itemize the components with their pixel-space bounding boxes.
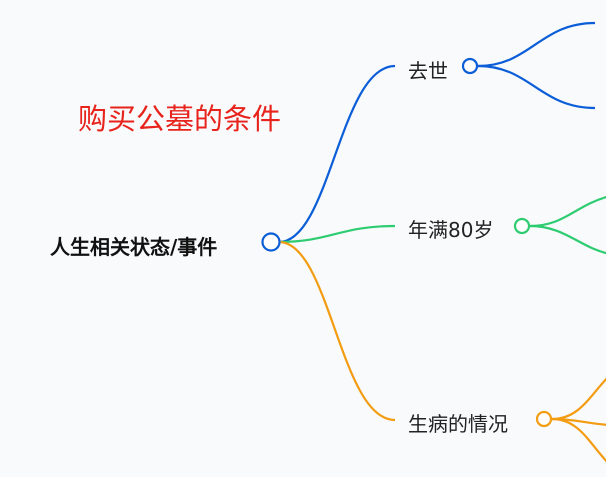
node-nianman[interactable]: 年满80岁 (408, 218, 494, 242)
node-qushi[interactable]: 去世 (408, 59, 448, 83)
edge-root-nianman (278, 224, 396, 244)
qushi-collapse-toggle[interactable] (461, 57, 479, 75)
edge-root-shengbing (278, 240, 396, 422)
node-shengbing[interactable]: 生病的情况 (408, 412, 508, 436)
diagram-title: 购买公墓的条件 (78, 102, 282, 136)
edge-shengbing-child (551, 417, 606, 463)
root-collapse-toggle[interactable] (261, 232, 281, 252)
edge-shengbing-child (551, 377, 606, 421)
edge-root-qushi (278, 64, 396, 244)
edge-qushi-child (477, 21, 596, 68)
nianman-collapse-toggle[interactable] (513, 217, 531, 235)
edge-nianman-child (529, 224, 606, 255)
root-node[interactable]: 人生相关状态/事件 (50, 235, 218, 259)
edge-qushi-child (477, 64, 596, 110)
edge-nianman-child (529, 196, 606, 228)
shengbing-collapse-toggle[interactable] (535, 410, 553, 428)
